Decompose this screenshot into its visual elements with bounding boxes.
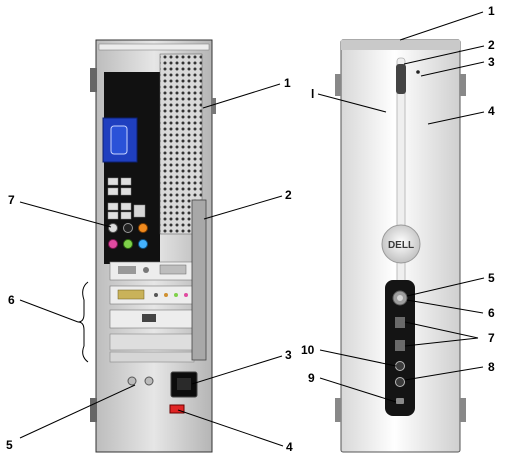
callout-front-7: 7 bbox=[488, 331, 495, 345]
callout-front-6: 6 bbox=[488, 306, 495, 320]
audio-jacks bbox=[104, 223, 156, 259]
front-foot-bottom-right bbox=[460, 398, 466, 422]
leader-front-9 bbox=[319, 377, 397, 403]
leader-front-4 bbox=[427, 111, 485, 125]
back-bracket-6 bbox=[77, 281, 89, 363]
leader-front-3 bbox=[420, 61, 485, 77]
callout-front-9: 9 bbox=[308, 371, 315, 385]
callout-front-10: 10 bbox=[301, 343, 315, 357]
expansion-card-2-jack-a bbox=[154, 293, 158, 297]
callout-front-1: 1 bbox=[488, 4, 495, 18]
expansion-card-2-jack-b bbox=[164, 293, 168, 297]
callout-front-2: 2 bbox=[488, 38, 495, 52]
callout-back-6: 6 bbox=[8, 293, 15, 307]
io-panel bbox=[104, 72, 160, 264]
leader-front-7b bbox=[404, 337, 479, 347]
callout-back-4: 4 bbox=[286, 440, 293, 454]
front-foot-top-left bbox=[335, 74, 341, 96]
expansion-card-2-serial bbox=[117, 289, 145, 300]
front-usb-port-2 bbox=[395, 340, 405, 351]
back-chassis-top-lip bbox=[98, 43, 210, 51]
callout-labels: 1 2 3 4 5 6 7 1 2 3 4 5 6 7 8 9 10 l bbox=[6, 4, 495, 454]
expansion-slot-cover-2 bbox=[109, 351, 195, 363]
leader-lines bbox=[19, 11, 485, 447]
leader-front-7a bbox=[404, 321, 479, 339]
vga-connector bbox=[110, 125, 128, 155]
leader-front-1 bbox=[399, 11, 484, 41]
leader-back-4 bbox=[177, 409, 284, 447]
callout-back-3: 3 bbox=[285, 348, 292, 362]
expansion-slot-cover-1 bbox=[109, 333, 195, 351]
callout-back-2: 2 bbox=[285, 188, 292, 202]
front-view: DELL bbox=[335, 39, 466, 453]
cable-tie-1 bbox=[127, 376, 137, 386]
callout-front-3: 3 bbox=[488, 55, 495, 69]
leader-back-2 bbox=[203, 195, 283, 220]
callout-front-panel-marker: l bbox=[311, 87, 314, 101]
expansion-card-1-vga bbox=[118, 266, 136, 274]
leader-front-2 bbox=[403, 45, 485, 65]
leader-front-panel bbox=[317, 93, 387, 113]
expansion-card-2-jack-d bbox=[184, 293, 188, 297]
back-foot-bottom-left bbox=[90, 398, 97, 422]
callout-front-8: 8 bbox=[488, 360, 495, 374]
leader-back-3 bbox=[191, 355, 283, 385]
dell-logo-badge bbox=[381, 224, 421, 264]
power-connector-pin-area bbox=[177, 378, 191, 390]
leader-back-1 bbox=[202, 83, 281, 109]
callout-front-4: 4 bbox=[488, 104, 495, 118]
leader-back-5 bbox=[19, 384, 136, 439]
front-headphone-jack bbox=[395, 377, 405, 387]
power-light bbox=[397, 295, 403, 301]
voltage-selection-switch bbox=[169, 404, 185, 414]
leader-front-8 bbox=[404, 366, 484, 381]
cover-release-lever bbox=[191, 199, 207, 361]
front-chassis-top-band bbox=[341, 40, 460, 50]
leader-front-10 bbox=[319, 349, 397, 367]
callout-back-7: 7 bbox=[8, 193, 15, 207]
back-foot-top-left bbox=[90, 68, 97, 92]
cable-tie-2 bbox=[144, 376, 154, 386]
drive-activity-light bbox=[416, 70, 420, 74]
expansion-card-3-port bbox=[142, 314, 156, 322]
back-view bbox=[90, 39, 216, 453]
front-usb-port-1 bbox=[395, 317, 405, 328]
expansion-card-1-dvi bbox=[159, 264, 187, 275]
dell-logo-text: DELL bbox=[388, 240, 414, 251]
callout-front-5: 5 bbox=[488, 271, 495, 285]
front-foot-top-right bbox=[460, 74, 466, 96]
optical-drive-eject-button bbox=[396, 64, 406, 94]
hard-drive-activity-light bbox=[396, 398, 404, 404]
leader-back-7 bbox=[19, 201, 112, 228]
front-microphone-jack bbox=[395, 361, 405, 371]
leader-front-5 bbox=[406, 277, 485, 297]
callout-back-5: 5 bbox=[6, 438, 13, 452]
callout-back-1: 1 bbox=[284, 76, 291, 90]
usb-ports-lower bbox=[107, 202, 132, 220]
expansion-card-1-svideo bbox=[143, 267, 149, 273]
expansion-card-2-jack-c bbox=[174, 293, 178, 297]
leader-back-6 bbox=[19, 299, 79, 323]
network-port bbox=[133, 204, 146, 218]
leader-front-6 bbox=[406, 299, 484, 314]
front-foot-bottom-left bbox=[335, 398, 341, 422]
back-foot-right bbox=[211, 98, 216, 114]
usb-ports-upper bbox=[107, 177, 132, 196]
